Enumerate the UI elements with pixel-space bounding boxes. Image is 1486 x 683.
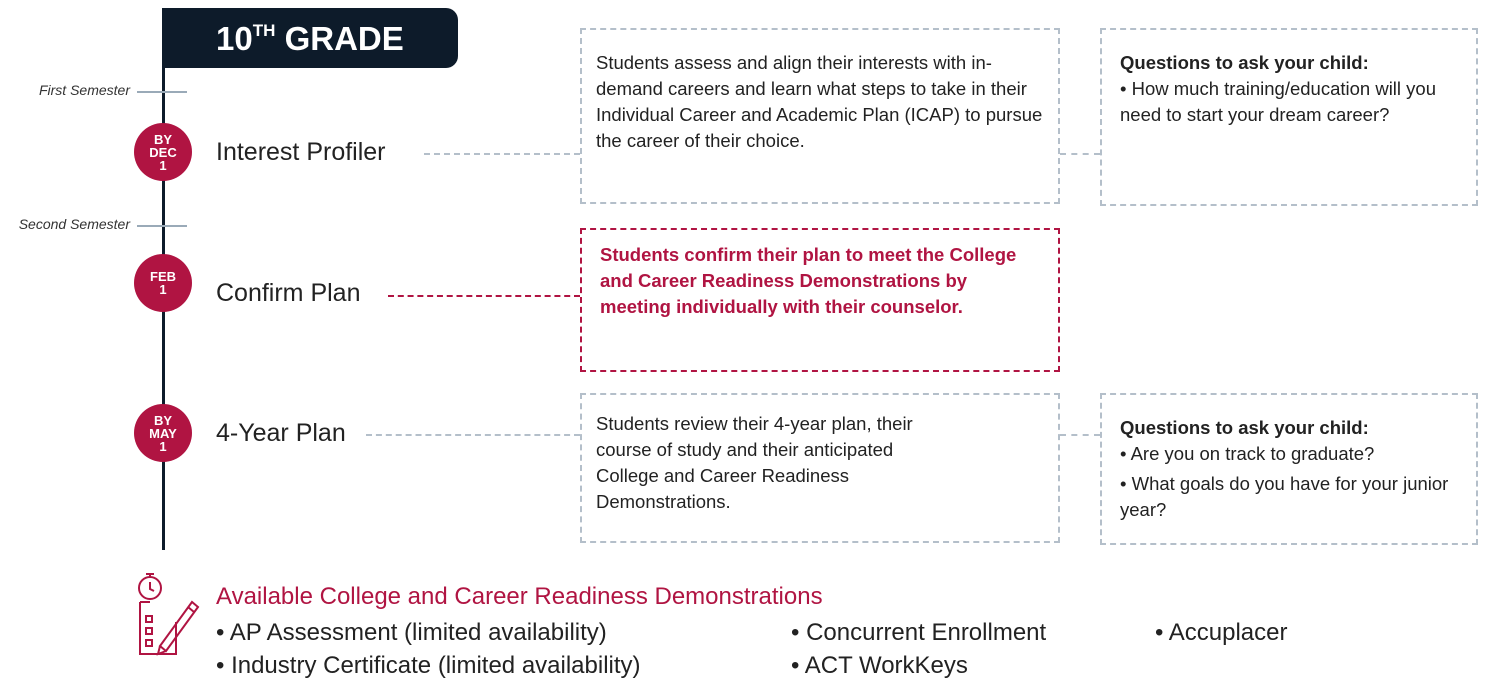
connector-questions3 bbox=[1060, 434, 1100, 436]
demonstration-item: • Concurrent Enrollment bbox=[791, 619, 1047, 646]
clipboard-pencil-stopwatch-icon bbox=[130, 572, 200, 662]
first-semester-label: First Semester bbox=[38, 82, 130, 98]
description-box-step2: Students confirm their plan to meet the … bbox=[580, 228, 1060, 372]
questions-box-3: Questions to ask your child: • Are you o… bbox=[1100, 393, 1478, 545]
step-title-4-year-plan: 4-Year Plan bbox=[216, 419, 346, 447]
question-item: • What goals do you have for your junior… bbox=[1120, 473, 1449, 520]
demonstration-item: • ACT WorkKeys bbox=[791, 652, 968, 679]
connector-step1 bbox=[424, 153, 580, 155]
question-item: • How much training/education will you n… bbox=[1120, 78, 1436, 125]
demonstrations-title: Available College and Career Readiness D… bbox=[216, 583, 823, 610]
connector-questions1 bbox=[1060, 153, 1100, 155]
description-text-step3: Students review their 4-year plan, their… bbox=[596, 413, 913, 512]
questions-title-1: Questions to ask your child: bbox=[1120, 52, 1369, 73]
second-semester-label: Second Semester bbox=[18, 216, 130, 232]
demonstration-item: • Industry Certificate (limited availabi… bbox=[216, 652, 641, 679]
question-item: • Are you on track to graduate? bbox=[1120, 443, 1375, 464]
first-semester-tick bbox=[137, 91, 187, 93]
grade-banner: 10TH GRADE bbox=[162, 8, 458, 68]
demonstration-item: • AP Assessment (limited availability) bbox=[216, 619, 607, 646]
description-box-step1: Students assess and align their interest… bbox=[580, 28, 1060, 204]
connector-step3 bbox=[366, 434, 580, 436]
second-semester-tick bbox=[137, 225, 187, 227]
questions-title-3: Questions to ask your child: bbox=[1120, 417, 1369, 438]
description-text-step1: Students assess and align their interest… bbox=[596, 52, 1043, 151]
description-text-step2: Students confirm their plan to meet the … bbox=[600, 244, 1017, 317]
step-title-confirm-plan: Confirm Plan bbox=[216, 279, 361, 307]
connector-step2 bbox=[388, 295, 580, 297]
questions-box-1: Questions to ask your child: • How much … bbox=[1100, 28, 1478, 206]
grade-title: 10TH GRADE bbox=[216, 20, 404, 57]
step-title-interest-profiler: Interest Profiler bbox=[216, 138, 386, 166]
demonstration-item: • Accuplacer bbox=[1155, 619, 1288, 646]
description-box-step3: Students review their 4-year plan, their… bbox=[580, 393, 1060, 543]
